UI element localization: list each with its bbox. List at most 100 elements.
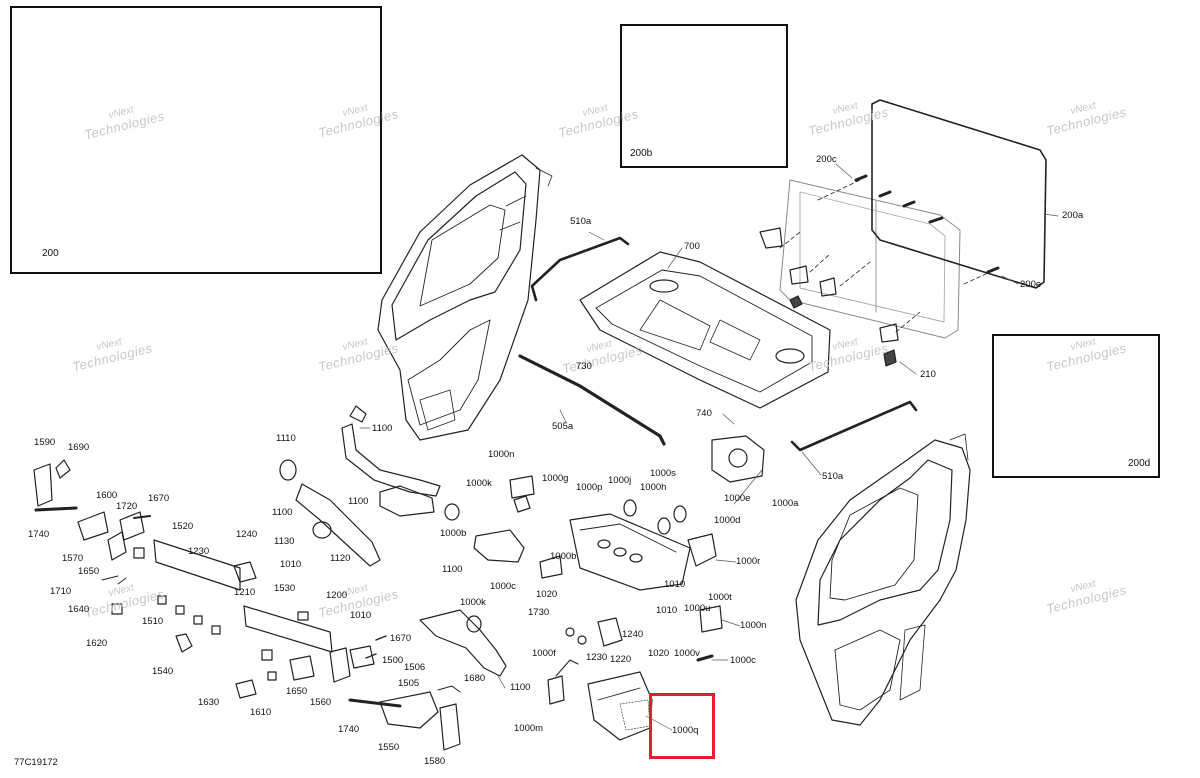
callout-1640: 1640 (68, 604, 90, 615)
callout-1680: 1680 (464, 673, 486, 684)
seal-strips-art (518, 236, 918, 452)
callout-1720: 1720 (116, 501, 138, 512)
callout-1010: 1010 (664, 579, 686, 590)
callout-1010: 1010 (280, 559, 302, 570)
callout-1000n: 1000n (740, 620, 767, 631)
callout-1590: 1590 (34, 437, 56, 448)
callout-1000r: 1000r (736, 556, 761, 567)
callout-1230: 1230 (586, 652, 608, 663)
left-door-art (377, 154, 553, 441)
callout-1610: 1610 (250, 707, 272, 718)
callout-1000b: 1000b (550, 551, 577, 562)
highlight-box-1000q (649, 693, 715, 759)
callout-1670: 1670 (390, 633, 412, 644)
callout-1710: 1710 (50, 586, 72, 597)
callout-1220: 1220 (610, 654, 632, 665)
callout-1010: 1010 (656, 605, 678, 616)
callout-1000p: 1000p (576, 482, 603, 493)
callout-1550: 1550 (378, 742, 400, 753)
callout-1240: 1240 (236, 529, 258, 540)
duct-art (279, 405, 525, 677)
hvac-assembly-art (509, 435, 765, 741)
callout-1010: 1010 (350, 610, 372, 621)
callout-1540: 1540 (152, 666, 174, 677)
callout-1100: 1100 (372, 423, 393, 434)
callout-1020: 1020 (536, 589, 558, 600)
callout-1500: 1500 (382, 655, 404, 666)
callout-1630: 1630 (198, 697, 220, 708)
callout-1120: 1120 (330, 553, 351, 564)
callout-1000k: 1000k (466, 478, 492, 489)
callout-1000a: 1000a (772, 498, 799, 509)
callout-1000v: 1000v (674, 648, 700, 659)
callout-1000e: 1000e (724, 493, 751, 504)
callout-510a: 510a (570, 216, 592, 227)
callout-1670: 1670 (148, 493, 170, 504)
callout-505a: 505a (552, 421, 574, 432)
callout-1230: 1230 (188, 546, 210, 557)
callout-1100: 1100 (510, 682, 531, 693)
callout-510a: 510a (822, 471, 844, 482)
callout-1000f: 1000f (532, 648, 556, 659)
callout-1240: 1240 (622, 629, 644, 640)
drawing-code: 77C19172 (14, 757, 58, 768)
callout-1730: 1730 (528, 607, 550, 618)
callout-1570: 1570 (62, 553, 84, 564)
callout-700: 700 (684, 241, 700, 252)
inset-200-label: 200 (42, 248, 59, 259)
callout-1650: 1650 (286, 686, 308, 697)
callout-1000d: 1000d (714, 515, 741, 526)
callout-1130: 1130 (274, 536, 295, 547)
callout-1690: 1690 (68, 442, 90, 453)
tray-700-art (579, 251, 831, 409)
callout-1506: 1506 (404, 662, 426, 673)
callout-1520: 1520 (172, 521, 194, 532)
callout-1740: 1740 (338, 724, 360, 735)
callout-740: 740 (696, 408, 712, 419)
callout-1000s: 1000s (650, 468, 676, 479)
callout-210: 210 (920, 369, 936, 380)
callout-730: 730 (576, 361, 592, 372)
callout-1210: 1210 (234, 587, 256, 598)
callout-1650: 1650 (78, 566, 100, 577)
callout-1740: 1740 (28, 529, 50, 540)
callout-1505: 1505 (398, 678, 420, 689)
callout-1100: 1100 (272, 507, 293, 518)
callout-1000c: 1000c (730, 655, 756, 666)
callout-1100: 1100 (348, 496, 369, 507)
dashboard-parts-art (33, 459, 461, 751)
callout-1530: 1530 (274, 583, 296, 594)
inset-200b-label: 200b (630, 148, 653, 159)
callout-1000c: 1000c (490, 581, 516, 592)
callout-1020: 1020 (648, 648, 670, 659)
callout-1000m: 1000m (514, 723, 544, 734)
callout-200e: 200e (1020, 279, 1042, 290)
callout-1620: 1620 (86, 638, 108, 649)
callout-200c: 200c (816, 154, 837, 165)
callout-1000h: 1000h (640, 482, 667, 493)
callout-1580: 1580 (424, 756, 446, 767)
inset-200d-label: 200d (1128, 458, 1151, 469)
callout-1000t: 1000t (708, 592, 732, 603)
callout-1100: 1100 (442, 564, 463, 575)
callout-1510: 1510 (142, 616, 164, 627)
leader-lines (359, 163, 1059, 731)
inset-200-frame (10, 6, 382, 274)
right-door-art (795, 433, 971, 726)
callout-1560: 1560 (310, 697, 332, 708)
callout-1000j: 1000j (608, 475, 632, 486)
callout-1200: 1200 (326, 590, 348, 601)
callout-200a: 200a (1062, 210, 1084, 221)
callout-1110: 1110 (276, 433, 296, 444)
callout-1000n: 1000n (488, 449, 515, 460)
inset-200b-frame (620, 24, 788, 168)
callout-1000g: 1000g (542, 473, 569, 484)
callout-1000k: 1000k (460, 597, 486, 608)
callout-1600: 1600 (96, 490, 118, 501)
callout-1000b: 1000b (440, 528, 467, 539)
rear-window-art (759, 99, 1047, 367)
callout-1000q: 1000q (672, 725, 699, 736)
callout-1000u: 1000u (684, 603, 711, 614)
inset-200d-frame (992, 334, 1160, 478)
